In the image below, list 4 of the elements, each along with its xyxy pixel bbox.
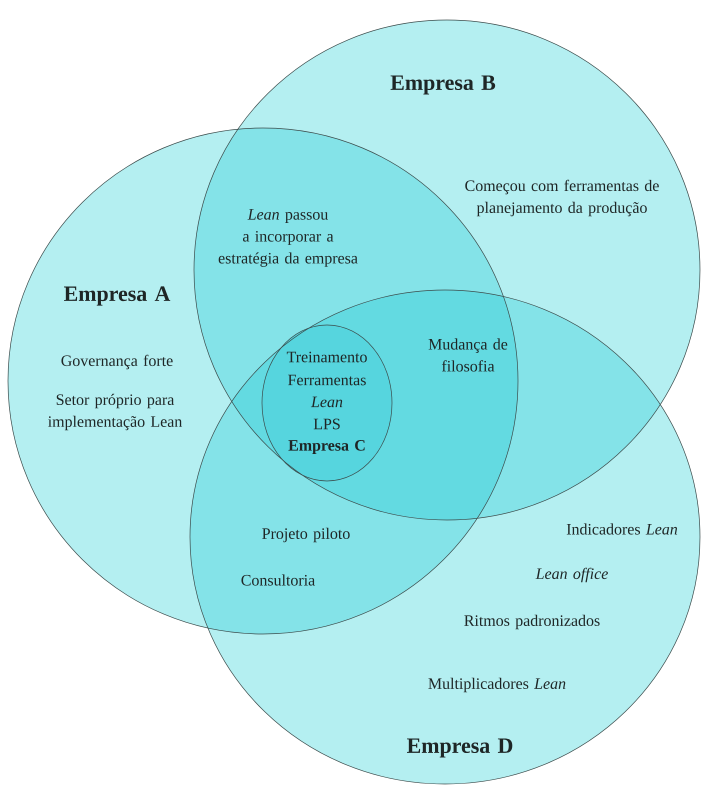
overlap-text: Consultoria xyxy=(241,574,315,586)
overlap-text: Projeto piloto xyxy=(262,528,350,542)
overlap-text: Lean passou a incorporar a estratégia da empresa xyxy=(218,209,358,267)
overlap-text: Mudança de filosofia xyxy=(428,338,508,372)
